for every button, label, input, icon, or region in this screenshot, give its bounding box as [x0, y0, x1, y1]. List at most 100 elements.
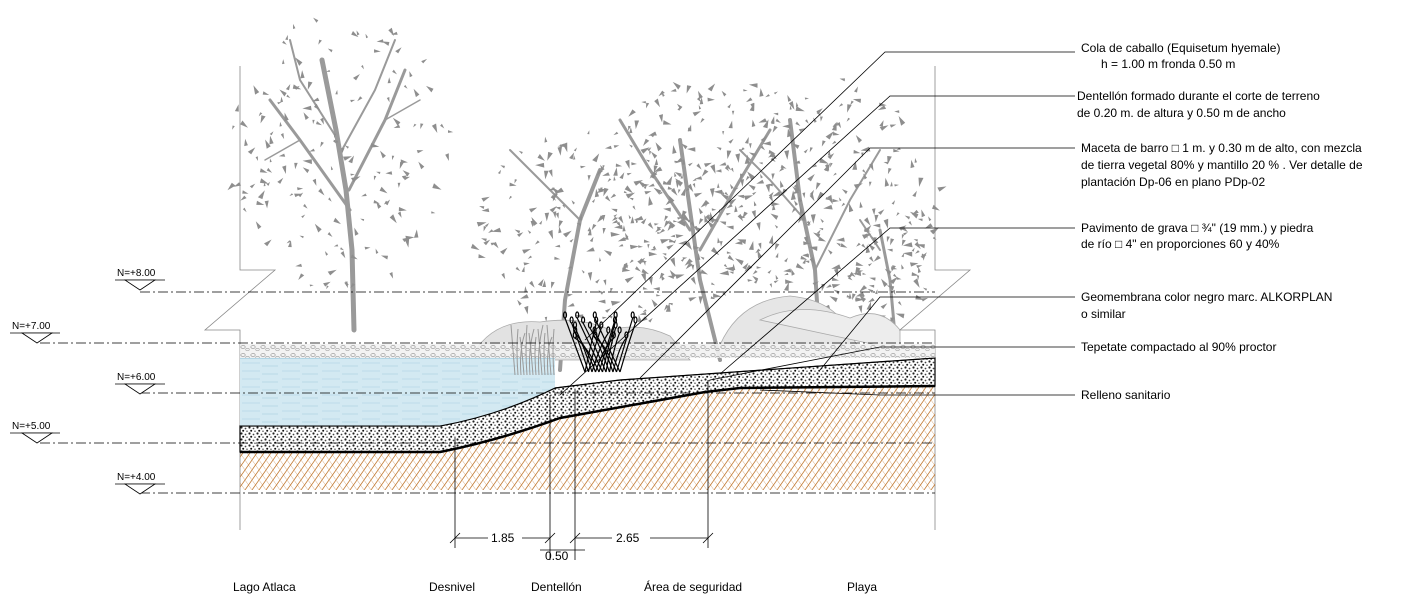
leaf: [642, 286, 648, 290]
leaf: [535, 162, 545, 168]
reed-stem: [528, 332, 534, 376]
leaf: [360, 218, 365, 222]
leaf: [660, 274, 665, 281]
leaf: [282, 165, 287, 174]
leaf: [737, 194, 744, 199]
dimension-lines: [449, 380, 714, 560]
leaf: [932, 204, 940, 211]
leaf: [887, 248, 893, 252]
leaf: [720, 193, 729, 201]
leaf: [865, 233, 868, 239]
horsetail-tip: [573, 326, 578, 334]
leaf: [724, 166, 730, 172]
leaf: [893, 273, 898, 278]
leaf: [799, 206, 804, 214]
leaf: [256, 200, 265, 205]
leaf: [780, 164, 787, 169]
leaf: [710, 296, 716, 300]
leaf: [624, 276, 634, 283]
leaf: [707, 83, 716, 92]
leaf: [292, 84, 302, 90]
reed-stem: [537, 328, 543, 376]
leaf: [784, 272, 789, 276]
leaf: [869, 163, 874, 171]
leaf: [413, 88, 420, 98]
leaf: [634, 120, 640, 130]
leaf: [376, 39, 384, 43]
leaf: [746, 97, 753, 103]
annotation-pavimento: Pavimento de grava □ ¾" (19 mm.) y piedr…: [1081, 221, 1314, 251]
leaf: [629, 197, 634, 201]
leaf: [688, 297, 697, 302]
reed-stem: [516, 328, 519, 376]
leaf: [470, 243, 480, 251]
leaf: [858, 305, 863, 314]
leaf: [302, 105, 312, 111]
leaf: [591, 224, 597, 231]
leaf: [681, 214, 691, 223]
leaf: [302, 167, 310, 174]
leaf: [816, 108, 823, 114]
leaf: [675, 178, 683, 187]
leaf: [809, 189, 814, 196]
leaf: [286, 94, 291, 99]
leaf: [675, 157, 684, 164]
leaf: [874, 214, 879, 223]
leaf: [747, 171, 755, 181]
leaf: [791, 268, 795, 276]
leaf: [537, 154, 545, 161]
leaf: [901, 239, 906, 247]
leaf: [731, 110, 735, 116]
leaf: [350, 283, 356, 289]
leaf: [756, 222, 761, 231]
leaf: [333, 244, 339, 247]
leaf: [790, 190, 796, 200]
leaf: [648, 131, 657, 136]
horsetail-tip: [613, 321, 618, 329]
leaf: [618, 244, 624, 247]
horsetail-tip: [599, 321, 604, 329]
leaf: [660, 239, 670, 244]
leaf: [831, 284, 841, 289]
leaf: [312, 178, 317, 186]
leaf: [725, 164, 732, 171]
leaf: [692, 111, 702, 117]
leaf: [771, 173, 775, 180]
leaf: [654, 223, 659, 226]
leaf: [795, 121, 801, 126]
leaf: [610, 193, 617, 199]
leaf: [726, 203, 733, 209]
leaf: [631, 162, 637, 166]
leaf: [861, 243, 866, 249]
leaf: [327, 269, 337, 276]
leaf: [827, 150, 831, 156]
leaf: [385, 171, 393, 175]
leaf: [686, 147, 696, 152]
leaf: [719, 270, 730, 276]
leaf: [557, 146, 562, 156]
horsetail-tip: [617, 326, 622, 334]
leaf: [862, 169, 866, 174]
leaf: [849, 271, 856, 278]
leaf: [589, 236, 594, 242]
leaf: [768, 149, 776, 154]
leaf: [806, 220, 811, 225]
leaf: [280, 133, 285, 140]
leaf: [301, 214, 306, 218]
leaf: [757, 249, 762, 259]
leaf: [809, 193, 815, 202]
leaf: [576, 222, 582, 226]
leaf: [375, 248, 379, 254]
leaf: [343, 156, 352, 161]
leaf: [326, 69, 331, 72]
leaf: [719, 221, 727, 226]
leaf: [544, 212, 550, 222]
leaf: [883, 161, 889, 165]
leaf: [418, 161, 425, 170]
leaf: [711, 208, 717, 211]
leaf: [527, 255, 533, 259]
leaf: [269, 135, 274, 145]
leaf: [795, 263, 805, 270]
reed-stem: [534, 336, 537, 376]
horsetail-tip: [630, 311, 635, 319]
